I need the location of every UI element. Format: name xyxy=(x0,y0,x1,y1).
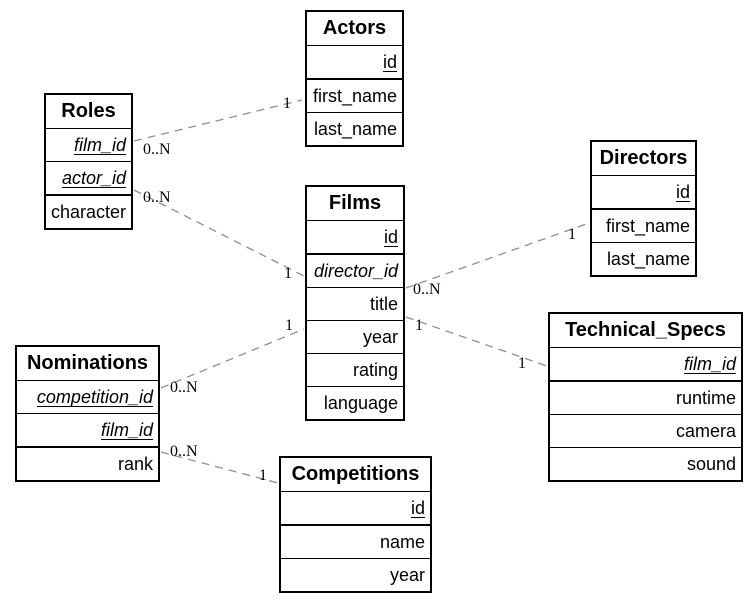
column-roles-actor-id: actor_id xyxy=(46,162,131,196)
relation-roles-actors-line xyxy=(133,99,303,142)
relation-nominations-competitions-line xyxy=(160,451,279,484)
cardinality-roles-films-one: 1 xyxy=(284,265,292,282)
cardinality-roles-actors-one: 1 xyxy=(283,95,291,112)
entity-directors: Directors id first_name last_name xyxy=(590,140,697,277)
cardinality-roles-actors-many: 0..N xyxy=(143,141,171,158)
entity-roles: Roles film_id actor_id character xyxy=(44,93,133,230)
entity-films: Films id director_id title year rating l… xyxy=(305,185,405,421)
entity-films-title: Films xyxy=(307,187,403,221)
entity-technical-specs-title: Technical_Specs xyxy=(550,314,741,348)
relation-films-directors-line xyxy=(405,222,590,289)
entity-competitions: Competitions id name year xyxy=(279,456,432,593)
column-roles-film-id: film_id xyxy=(46,129,131,162)
cardinality-nominations-competitions-many: 0..N xyxy=(170,443,198,460)
entity-actors-title: Actors xyxy=(307,12,402,46)
cardinality-nominations-competitions-one: 1 xyxy=(259,467,267,484)
column-competitions-name: name xyxy=(281,526,430,559)
cardinality-films-technical-specs-one-left: 1 xyxy=(415,317,423,334)
cardinality-films-directors-many: 0..N xyxy=(413,281,441,298)
entity-technical-specs: Technical_Specs film_id runtime camera s… xyxy=(548,312,743,482)
column-nominations-competition-id: competition_id xyxy=(17,381,158,414)
column-technical-specs-runtime: runtime xyxy=(550,382,741,415)
column-technical-specs-film-id: film_id xyxy=(550,348,741,382)
column-directors-first-name: first_name xyxy=(592,210,695,243)
column-technical-specs-camera: camera xyxy=(550,415,741,448)
entity-directors-title: Directors xyxy=(592,142,695,176)
entity-actors: Actors id first_name last_name xyxy=(305,10,404,147)
entity-competitions-title: Competitions xyxy=(281,458,430,492)
cardinality-films-technical-specs-one-right: 1 xyxy=(518,355,526,372)
column-films-title: title xyxy=(307,288,403,321)
column-films-director-id: director_id xyxy=(307,255,403,288)
cardinality-nominations-films-one: 1 xyxy=(285,317,293,334)
entity-nominations-title: Nominations xyxy=(17,347,158,381)
column-films-language: language xyxy=(323,392,398,413)
relation-films-technical-specs-line xyxy=(405,316,548,367)
column-directors-last-name: last_name xyxy=(606,248,690,269)
column-technical-specs-sound: sound xyxy=(686,453,736,474)
entity-roles-title: Roles xyxy=(46,95,131,129)
column-actors-first-name: first_name xyxy=(307,80,402,113)
cardinality-films-directors-one: 1 xyxy=(568,226,576,243)
column-competitions-year: year xyxy=(389,564,425,585)
column-roles-character: character xyxy=(50,201,126,222)
column-films-year: year xyxy=(307,321,403,354)
cardinality-roles-films-many: 0..N xyxy=(143,189,171,206)
relation-nominations-films-line xyxy=(160,328,305,389)
column-competitions-id: id xyxy=(281,492,430,526)
relation-roles-films-line xyxy=(133,189,305,277)
column-nominations-film-id: film_id xyxy=(17,414,158,448)
column-actors-id: id xyxy=(307,46,402,80)
column-nominations-rank: rank xyxy=(117,453,153,474)
entity-nominations: Nominations competition_id film_id rank xyxy=(15,345,160,482)
column-directors-id: id xyxy=(592,176,695,210)
cardinality-nominations-films-many: 0..N xyxy=(170,379,198,396)
column-films-id: id xyxy=(307,221,403,255)
column-films-rating: rating xyxy=(307,354,403,387)
column-actors-last-name: last_name xyxy=(313,118,397,139)
